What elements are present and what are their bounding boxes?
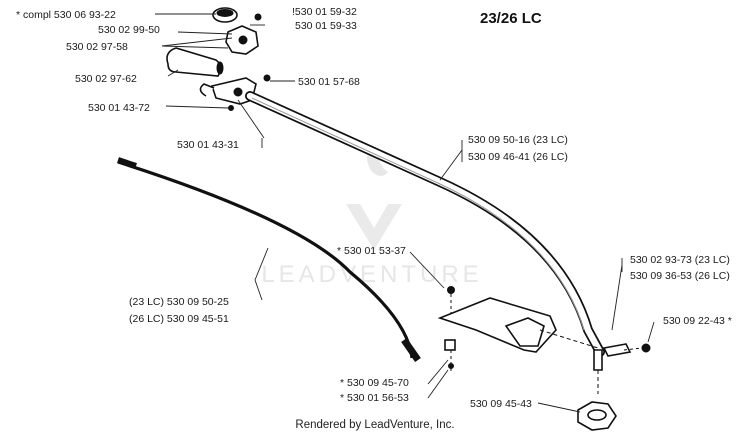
shaft-tube <box>245 91 605 357</box>
label-530-09-46-41: 530 09 46-41 (26 LC) <box>468 151 568 163</box>
cap-top <box>216 9 234 17</box>
bracket-assembly <box>409 251 655 431</box>
label-530-02-99-50: 530 02 99-50 <box>98 24 160 36</box>
label-530-02-97-58: 530 02 97-58 <box>66 41 128 53</box>
label-530-09-50-16: 530 09 50-16 (23 LC) <box>468 134 568 146</box>
trigger-lever-part <box>199 83 215 97</box>
nut-hole <box>238 35 248 45</box>
clamp-part <box>602 343 632 357</box>
label-530-02-93-73: 530 02 93-73 (23 LC) <box>630 254 730 266</box>
nut-square-part <box>444 339 456 351</box>
clamp-bolt-part <box>641 343 651 353</box>
watermark-text: LEADVENTURE <box>261 261 482 288</box>
screw-top-part <box>447 286 455 294</box>
label-530-09-36-53: 530 09 36-53 (26 LC) <box>630 270 730 282</box>
label-530-01-53-37: * 530 01 53-37 <box>337 245 406 257</box>
footer-credit: Rendered by LeadVenture, Inc. <box>295 419 454 431</box>
label-530-01-56-53: * 530 01 56-53 <box>340 392 409 404</box>
small-screw-part <box>228 105 234 111</box>
watermark: LEADVENTURE <box>261 144 482 288</box>
diagram-title: 23/26 LC <box>480 10 542 27</box>
label-530-09-45-70: * 530 09 45-70 <box>340 377 409 389</box>
label-530-01-43-72: 530 01 43-72 <box>88 102 150 114</box>
flex-shaft <box>117 157 421 363</box>
label-530-01-43-31: 530 01 43-31 <box>177 139 239 151</box>
label-530-01-59-33: 530 01 59-33 <box>295 20 357 32</box>
label-530-01-57-68: 530 01 57-68 <box>298 76 360 88</box>
label-530-02-97-62: 530 02 97-62 <box>75 73 137 85</box>
bolt-part <box>263 74 271 82</box>
shaft-end-part <box>593 349 603 371</box>
label-compl: * compl 530 06 93-22 <box>16 9 116 21</box>
label-530-09-45-43: 530 09 45-43 <box>470 398 532 410</box>
bracket-block-part <box>504 317 545 347</box>
screw-part <box>254 13 262 21</box>
label-530-09-22-43: 530 09 22-43 * <box>663 315 732 327</box>
handle-assembly <box>155 7 295 148</box>
label-530-01-59-32: !530 01 59-32 <box>292 6 357 18</box>
label-530-09-45-51: (26 LC) 530 09 45-51 <box>129 313 229 325</box>
label-530-09-50-25: (23 LC) 530 09 50-25 <box>129 296 229 308</box>
